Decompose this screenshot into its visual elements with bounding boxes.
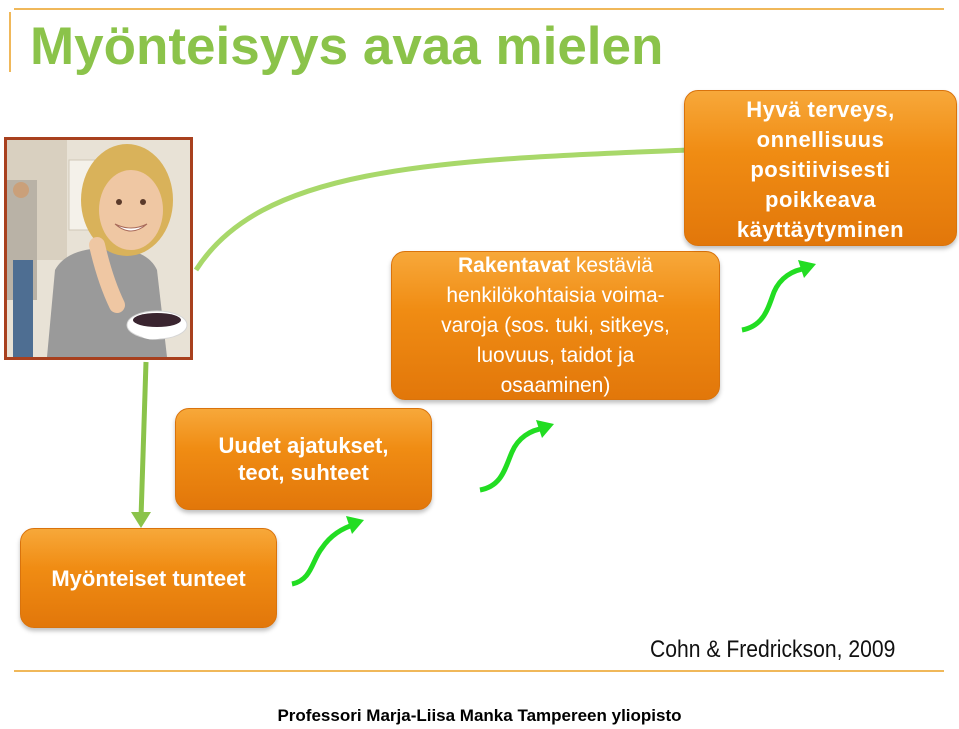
box-new-thoughts-line1: Uudet ajatukset, [218, 433, 389, 458]
box-resources-line2: henkilökohtaisia voima- [446, 283, 665, 307]
box-health-outcomes: Hyvä terveys, onnellisuus positiivisesti… [684, 90, 957, 246]
green-curved-arrow-icon [291, 516, 364, 587]
box-new-thoughts: Uudet ajatukset, teot, suhteet [175, 408, 432, 510]
box-resources-line3: varoja (sos. tuki, sitkeys, [441, 313, 670, 337]
box-new-thoughts-line2: teot, suhteet [238, 460, 369, 485]
box-health-line4: poikkeava [765, 187, 876, 212]
box-health-line5: käyttäytyminen [736, 217, 905, 242]
green-curved-arrow-icon [741, 260, 816, 333]
top-rule [14, 8, 944, 10]
connector-down-arrowhead [131, 512, 151, 528]
box-resources-line5: osaaminen) [500, 373, 611, 397]
box-positive-feelings-label: Myönteiset tunteet [51, 565, 246, 591]
box-resources-line4: luovuus, taidot ja [476, 343, 635, 367]
slide-title: Myönteisyys avaa mielen [30, 17, 664, 76]
left-rule [9, 12, 11, 72]
box-health-line3: positiivisesti [750, 157, 891, 182]
box-resources-line1: kestäviä [575, 253, 653, 277]
bottom-rule [14, 670, 944, 672]
photo-frame [4, 137, 193, 360]
connector-down [138, 361, 149, 519]
photo-woman-eating [7, 140, 190, 357]
box-resources-bold: Rakentavat [458, 253, 571, 277]
connector-curve [193, 147, 691, 272]
box-health-line1: Hyvä terveys, [746, 97, 895, 122]
green-curved-arrow-icon [479, 420, 554, 493]
box-positive-feelings: Myönteiset tunteet [20, 528, 277, 628]
citation: Cohn & Fredrickson, 2009 [650, 636, 896, 663]
box-health-line2: onnellisuus [756, 127, 885, 152]
footer-credit: Professori Marja-Liisa Manka Tampereen y… [277, 706, 682, 725]
box-resources: Rakentavat kestäviä henkilökohtaisia voi… [391, 251, 720, 400]
photo-illustration [7, 140, 190, 357]
